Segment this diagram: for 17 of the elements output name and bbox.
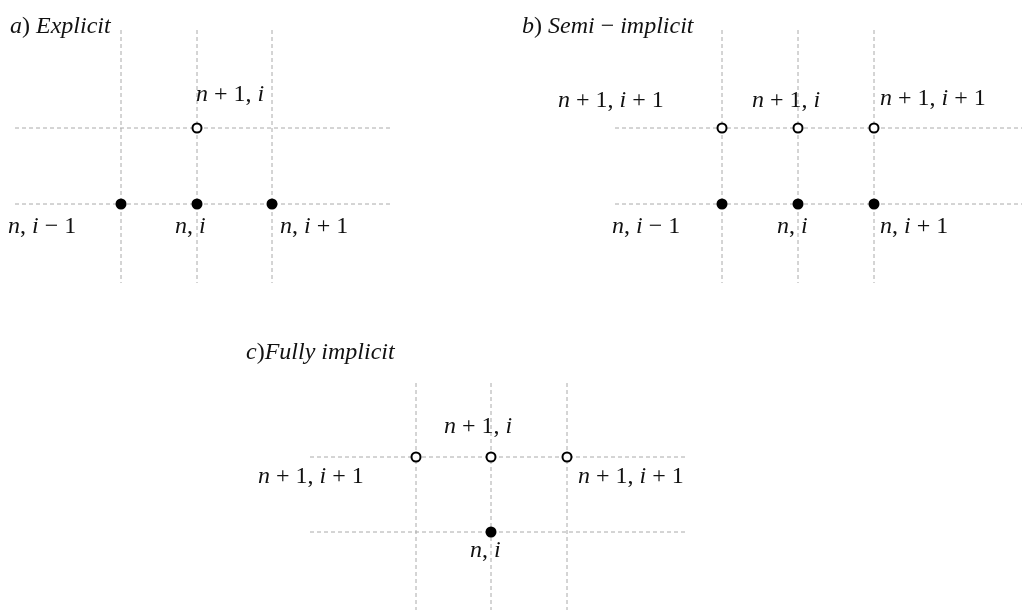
node-index-label: n, i [777,212,808,239]
panel-title: a) Explicit [10,12,111,39]
node-index-label: n + 1, i + 1 [880,84,986,111]
node-index-label: n, i − 1 [612,212,681,239]
node-index-label: n + 1, i + 1 [258,462,364,489]
node-index-label: n + 1, i + 1 [578,462,684,489]
panel-title: c)Fully implicit [246,338,395,365]
node-index-label: n, i − 1 [8,212,77,239]
node-index-label: n, i [470,536,501,563]
node-index-label: n + 1, i [752,86,821,113]
node-index-label: n + 1, i + 1 [558,86,664,113]
node-index-label: n, i [175,212,206,239]
panel-title: b) Semi − implicit [522,12,694,39]
node-index-label: n, i + 1 [880,212,949,239]
node-index-label: n + 1, i [196,80,265,107]
node-index-label: n + 1, i [444,412,513,439]
node-index-label: n, i + 1 [280,212,349,239]
